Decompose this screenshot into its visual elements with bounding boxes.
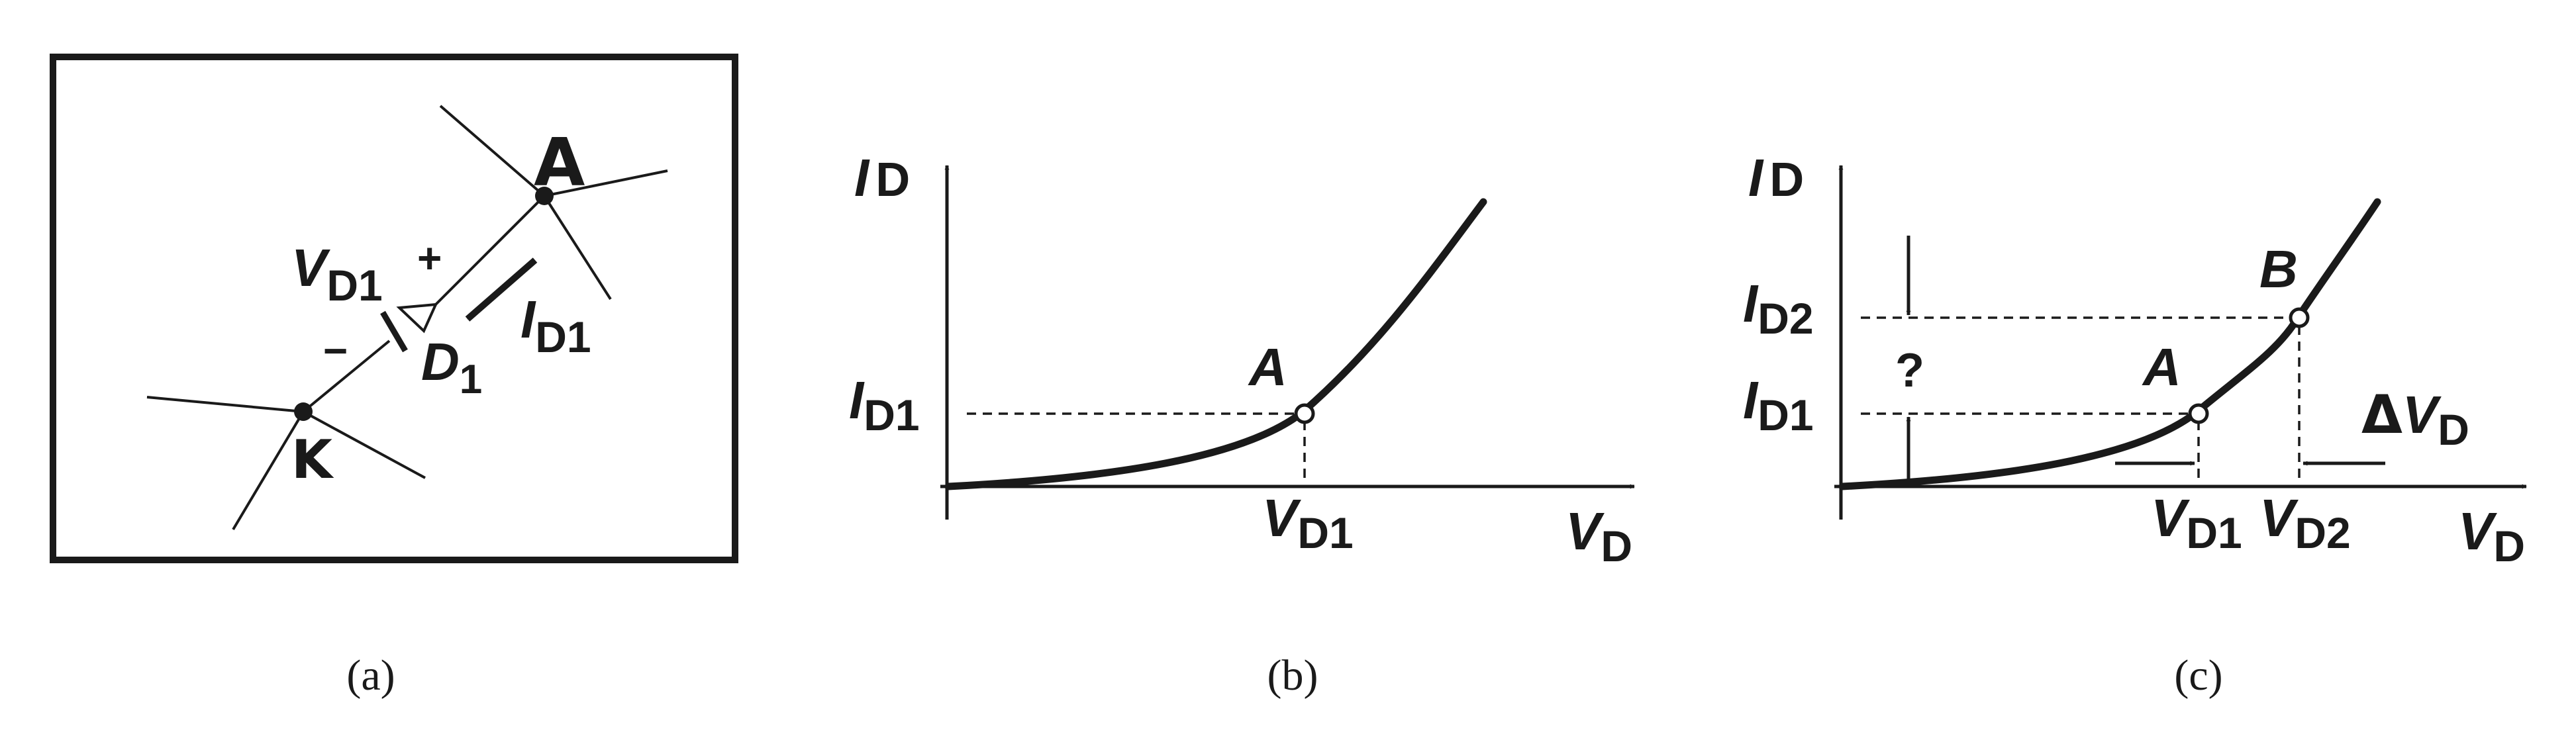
wire-a-1 (439, 105, 546, 197)
panel-a-frame (50, 54, 738, 563)
diode-triangle (396, 302, 438, 334)
panel-c-vd2-label: VD2 (2259, 488, 2351, 557)
panel-b-operating-point (1294, 403, 1315, 424)
node-a-dot (535, 187, 554, 205)
diode-bar (380, 310, 408, 353)
panel-b-x-axis-label: VD (1565, 502, 1632, 571)
wire-k-2 (303, 410, 426, 479)
panel-b-id1-label: ID1 (849, 371, 920, 439)
diode-wire-lower (302, 340, 391, 413)
caption-c: (c) (2174, 651, 2222, 700)
minus-sign: − (323, 327, 348, 375)
caption-b: (b) (1267, 651, 1318, 700)
panel-c-question-mark: ? (1895, 344, 1924, 397)
panel-c-point-b (2289, 307, 2310, 328)
panel-c-id1-label: ID1 (1743, 371, 1814, 439)
panel-c-point-b-label: B (2259, 240, 2298, 299)
node-k-label: K (291, 429, 334, 490)
wire-a-3 (543, 195, 612, 300)
diode-label: D1 (421, 332, 482, 402)
panel-c-id2-label: ID2 (1743, 274, 1814, 343)
current-arrow (465, 257, 538, 322)
panel-c-delta-vd-label: ΔVD (2361, 384, 2469, 454)
panel-c-iv-curve (1838, 198, 2381, 490)
wire-k-3 (232, 410, 305, 531)
panel-c-vd1-label: VD1 (2151, 488, 2242, 557)
diode-wire-upper (434, 195, 546, 306)
plus-sign: + (417, 234, 442, 282)
voltage-label: VD1 (291, 238, 383, 310)
wire-k-1 (146, 396, 304, 413)
panel-a: A K + − VD1 ID1 D1 (50, 54, 738, 563)
panel-c-point-a-label: A (2142, 338, 2181, 396)
current-label: ID1 (520, 290, 591, 361)
panel-c-x-axis-label: VD (2458, 502, 2525, 571)
panel-b-vd1-label: VD1 (1262, 488, 1354, 557)
panel-b-point-label: A (1248, 338, 1287, 396)
node-k-dot (294, 402, 313, 421)
wire-a-2 (544, 169, 668, 197)
node-a-label: A (534, 124, 585, 201)
panel-c-point-a (2188, 403, 2209, 424)
panel-b-iv-curve (944, 198, 1487, 490)
caption-a: (a) (346, 651, 395, 700)
